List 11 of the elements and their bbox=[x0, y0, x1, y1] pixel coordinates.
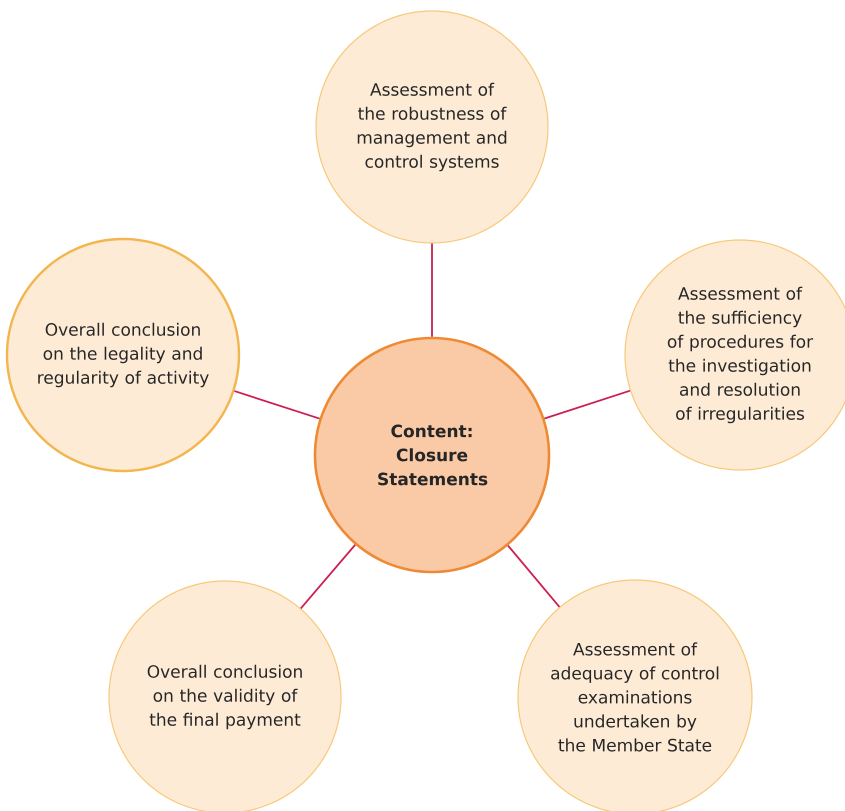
circle-node: Overall conclusion on the validity of the final payment bbox=[108, 580, 342, 811]
circle-node: Assessment of the sufficiency of procedures for the investigation and resolution of irregularities bbox=[624, 239, 845, 471]
connector-line bbox=[300, 544, 356, 609]
connector-line bbox=[234, 390, 320, 420]
circle-node: Assessment of the robustness of management and control systems bbox=[315, 10, 549, 244]
connector-line bbox=[431, 244, 433, 337]
circle-node: Overall conclusion on the legality and regularity of activity bbox=[6, 238, 240, 472]
connector-line bbox=[507, 545, 560, 608]
connector-line bbox=[544, 390, 630, 420]
circle-node: Content: Closure Statements bbox=[314, 336, 550, 574]
circle-node: Assessment of adequacy of control examinations undertaken by the Member State bbox=[517, 579, 753, 811]
